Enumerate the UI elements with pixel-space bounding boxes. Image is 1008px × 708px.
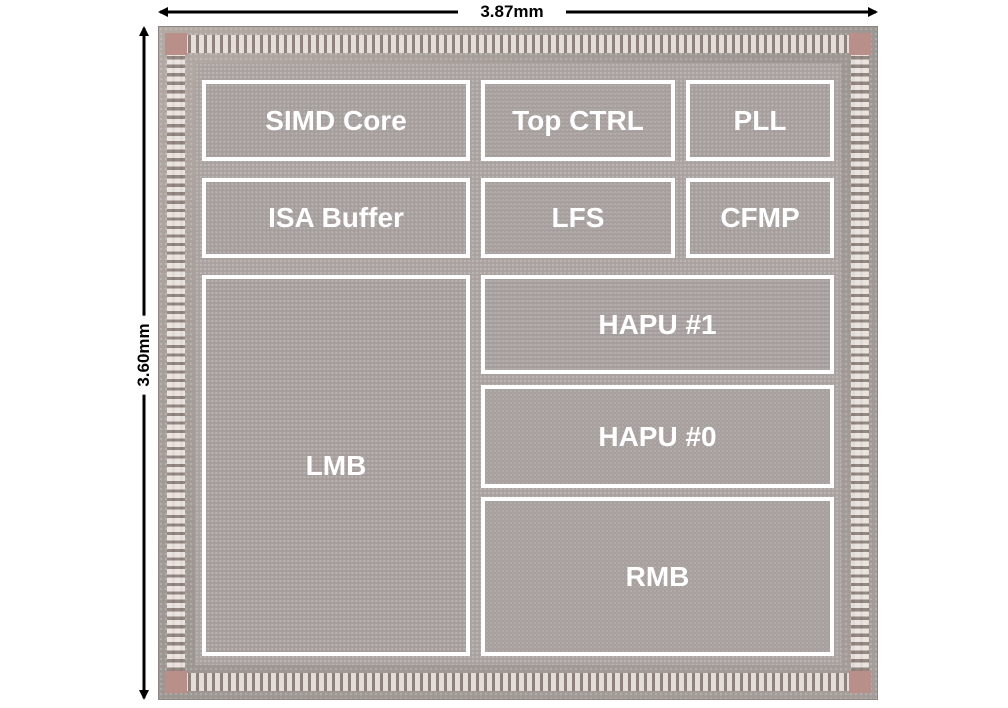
block-lfs: LFS [481, 178, 675, 258]
block-lmb: LMB [202, 275, 470, 656]
block-rmb: RMB [481, 497, 834, 656]
block-label-hapu-1: HAPU #1 [598, 308, 717, 340]
die-corner-bottom-left [165, 671, 187, 693]
die-corner-top-left [165, 33, 187, 55]
block-label-rmb: RMB [625, 560, 690, 592]
block-label-isa-buffer: ISA Buffer [268, 202, 404, 233]
block-label-hapu-0: HAPU #0 [598, 420, 717, 452]
block-hapu-1: HAPU #1 [481, 275, 834, 374]
block-pll: PLL [686, 80, 834, 161]
block-isa-buffer: ISA Buffer [202, 178, 470, 258]
block-cfmp: CFMP [686, 178, 834, 258]
block-label-simd-core: SIMD Core [265, 104, 407, 136]
block-label-cfmp: CFMP [720, 202, 800, 233]
block-label-pll: PLL [733, 104, 787, 136]
block-label-top-ctrl: Top CTRL [512, 104, 644, 136]
block-simd-core: SIMD Core [202, 80, 470, 161]
block-top-ctrl: Top CTRL [481, 80, 675, 161]
block-label-lmb: LMB [305, 449, 367, 481]
block-hapu-0: HAPU #0 [481, 385, 834, 488]
die-corner-top-right [849, 33, 871, 55]
block-label-lfs: LFS [551, 202, 605, 233]
width-dimension-label: 3.87mm [458, 2, 566, 22]
die-corner-bottom-right [849, 671, 871, 693]
height-dimension-label: 3.60mm [134, 315, 154, 395]
